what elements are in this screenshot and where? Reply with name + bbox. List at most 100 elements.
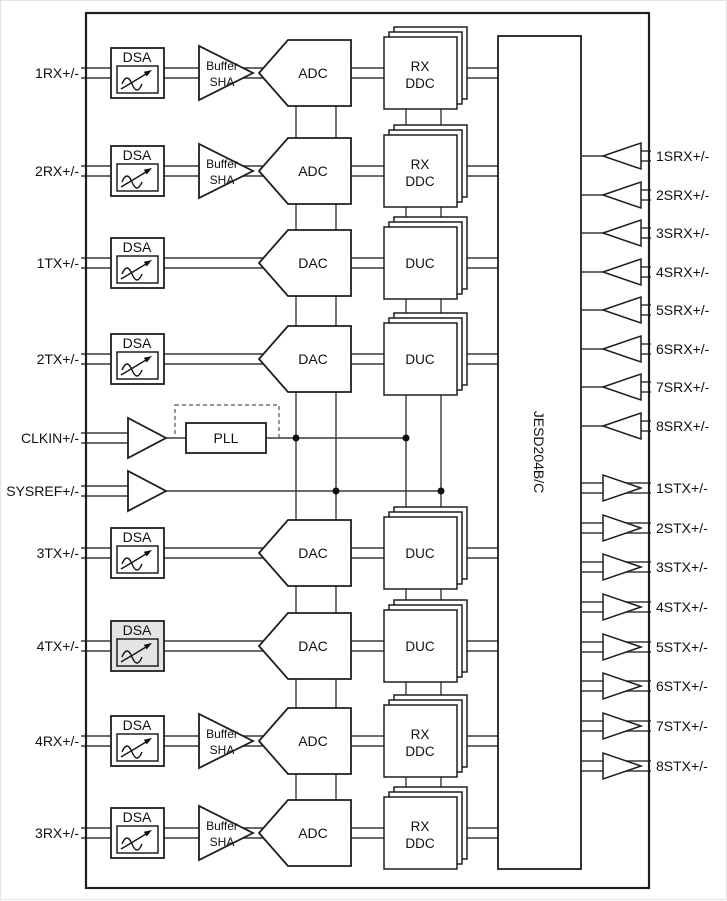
wires-2tx	[81, 353, 498, 365]
port-label-1rx: 1RX+/-	[35, 65, 79, 81]
wires-1tx	[81, 257, 498, 269]
dsa-block-3tx: DSA	[110, 527, 165, 579]
port-label-3srx: 3SRX+/-	[656, 225, 710, 241]
wires-4tx	[81, 640, 498, 652]
rx-ddc-block-3rx: RX DDC	[383, 786, 468, 870]
port-label-5stx: 5STX+/-	[656, 639, 708, 655]
duc-block-1tx: DUC	[383, 216, 468, 300]
buffer-sha-3rx: Buffer SHA	[198, 805, 254, 861]
dac-block-3tx: DAC	[258, 519, 352, 587]
clkin-buffer-triangle	[127, 416, 168, 460]
dsa-block-3rx: DSA	[110, 807, 165, 859]
port-label-7srx: 7SRX+/-	[656, 379, 710, 395]
port-label-4rx: 4RX+/-	[35, 733, 79, 749]
serdes-tx-lanes: 1STX+/- 2STX+/- 3STX+/- 4STX+/- 5STX+/- …	[581, 474, 708, 780]
duc-label: DUC	[405, 546, 434, 561]
duc-label: DUC	[405, 639, 434, 654]
dsa-block-1rx: DSA	[110, 47, 165, 99]
port-label-3rx: 3RX+/-	[35, 825, 79, 841]
channel-1tx: DSA DAC DUC 1TX+/-	[37, 216, 498, 300]
buffer-triangle	[198, 143, 254, 199]
jesd-block: JESD204B/C	[497, 35, 582, 870]
dsa-label: DSA	[123, 335, 152, 351]
stx-wires	[581, 641, 651, 653]
chip-boundary	[84, 11, 651, 890]
stx-driver-triangle	[602, 474, 642, 502]
junction-dot	[437, 487, 445, 495]
buffer-sha-2rx: Buffer SHA	[198, 143, 254, 199]
ddc-label-1: RX	[411, 727, 430, 742]
port-label-5srx: 5SRX+/-	[656, 302, 710, 318]
junction-dot	[332, 487, 340, 495]
stx-driver-triangle	[602, 752, 642, 780]
jesd-box	[497, 35, 582, 870]
ddc-label-1: RX	[411, 59, 430, 74]
port-label-8srx: 8SRX+/-	[656, 418, 710, 434]
clkin-wires	[81, 432, 406, 444]
port-label-1stx: 1STX+/-	[656, 480, 708, 496]
srx-lane-5: 5SRX+/-	[581, 296, 710, 324]
clkin-path: PLL CLKIN+/-	[21, 404, 406, 460]
port-label-6stx: 6STX+/-	[656, 678, 708, 694]
rx-ddc-block-4rx: RX DDC	[383, 694, 468, 778]
sysref-path: SYSREF+/-	[6, 469, 441, 513]
dac-label: DAC	[298, 638, 328, 654]
stx-driver-triangle	[602, 553, 642, 581]
sha-label: SHA	[210, 75, 235, 89]
stx-lane-3: 3STX+/-	[581, 553, 708, 581]
stx-driver-triangle	[602, 712, 642, 740]
dsa-label: DSA	[123, 717, 152, 733]
dac-label: DAC	[298, 351, 328, 367]
ddc-label-1: RX	[411, 819, 430, 834]
stx-wires	[581, 482, 651, 494]
dsa-label: DSA	[123, 622, 152, 638]
dac-label: DAC	[298, 255, 328, 271]
dsa-box	[110, 807, 165, 859]
dsa-label: DSA	[123, 239, 152, 255]
serdes-rx-lanes: 1SRX+/- 2SRX+/- 3SRX+/- 4SRX+/- 5SRX+/- …	[581, 142, 710, 440]
stx-wires	[581, 601, 651, 613]
stx-lane-2: 2STX+/-	[581, 514, 708, 542]
stx-wires	[581, 760, 651, 772]
stx-lane-4: 4STX+/-	[581, 593, 708, 621]
port-label-2tx: 2TX+/-	[37, 351, 80, 367]
adc-block-3rx: ADC	[258, 799, 352, 867]
channel-2tx: DSA DAC DUC 2TX+/-	[37, 312, 498, 396]
rx-ddc-block-1rx: RX DDC	[383, 26, 468, 110]
dac-block-1tx: DAC	[258, 229, 352, 297]
channel-4tx: DSA DAC DUC 4TX+/-	[37, 599, 498, 683]
srx-lane-1: 1SRX+/-	[581, 142, 710, 170]
port-label-sysref: SYSREF+/-	[6, 483, 79, 499]
adc-label: ADC	[298, 825, 328, 841]
port-label-1srx: 1SRX+/-	[656, 148, 710, 164]
stx-lane-5: 5STX+/-	[581, 633, 708, 661]
junction-dots	[292, 434, 445, 495]
junction-dot	[292, 434, 300, 442]
wires-3tx	[81, 547, 498, 559]
dsa-block-4tx: DSA	[110, 620, 165, 672]
stx-wires	[581, 522, 651, 534]
dsa-label: DSA	[123, 809, 152, 825]
srx-receiver-triangle	[602, 296, 642, 324]
buffer-label: Buffer	[206, 819, 238, 833]
srx-receiver-triangle	[602, 181, 642, 209]
ddc-label-2: DDC	[405, 76, 434, 91]
channel-3rx: DSA Buffer SHA ADC RX DDC 3RX+/-	[35, 786, 498, 870]
ddc-label-2: DDC	[405, 174, 434, 189]
jesd-label: JESD204B/C	[531, 411, 547, 493]
channel-4rx: DSA Buffer SHA ADC RX DDC 4RX+/-	[35, 694, 498, 778]
buffer-label: Buffer	[206, 59, 238, 73]
port-label-7stx: 7STX+/-	[656, 718, 708, 734]
ddc-label-1: RX	[411, 157, 430, 172]
channel-3tx: DSA DAC DUC 3TX+/-	[37, 506, 498, 590]
ddc-label-2: DDC	[405, 744, 434, 759]
srx-receiver-triangle	[602, 412, 642, 440]
dsa-box	[110, 527, 165, 579]
pll-label: PLL	[214, 430, 239, 446]
dsa-block-2tx: DSA	[110, 333, 165, 385]
port-label-clkin: CLKIN+/-	[21, 430, 79, 446]
port-label-1tx: 1TX+/-	[37, 255, 80, 271]
stx-lane-8: 8STX+/-	[581, 752, 708, 780]
